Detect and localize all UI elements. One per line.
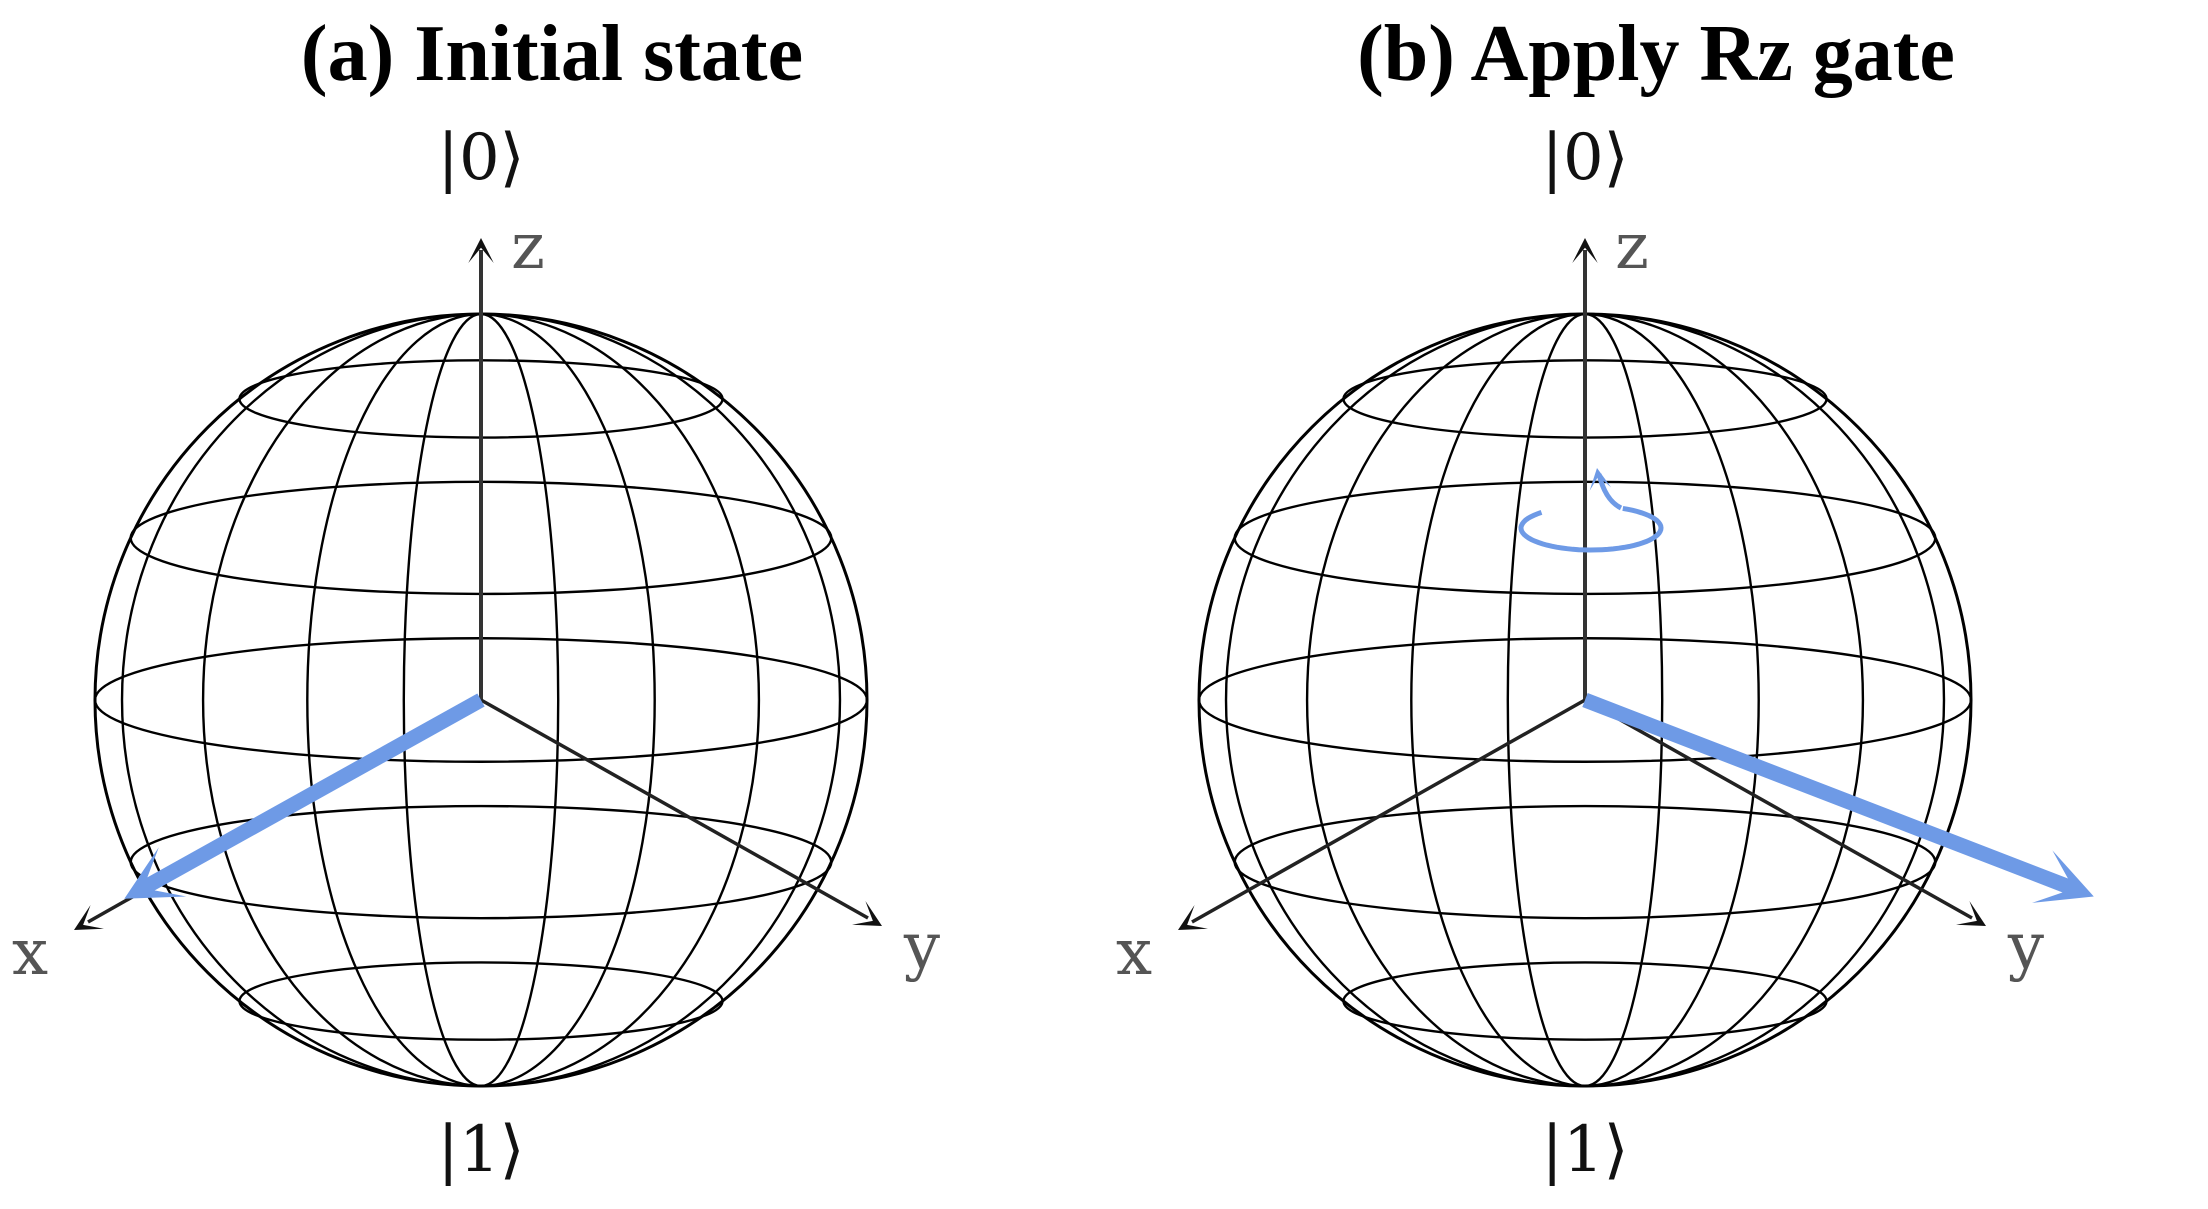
bloch-panel-initial-state: (a) Initial state |0⟩ |1⟩ z x y [11, 10, 941, 1187]
state-vector [124, 693, 485, 899]
latitude-circle [129, 804, 833, 920]
ket-zero-label: |0⟩ [437, 121, 525, 195]
axis-z-label: z [1615, 210, 1649, 284]
axis-z-arrow-icon [1572, 238, 1598, 263]
axis-y-line [1584, 698, 1973, 920]
rotation-arrowhead [1589, 468, 1612, 491]
state-vector [1582, 693, 2094, 903]
axis-x-label: x [1115, 916, 1153, 990]
state-vector-arrowhead [124, 847, 187, 899]
ket-one-label: |1⟩ [1541, 1113, 1629, 1187]
axis-x-line [1191, 698, 1586, 924]
state-vector-line [136, 693, 485, 897]
rotation-arc [1518, 505, 1664, 553]
axis-y-line [480, 698, 869, 920]
axis-x-arrow-icon [1178, 904, 1208, 930]
axes [1178, 238, 1986, 930]
bloch-sphere [74, 238, 882, 1088]
bloch-panel-apply-rz-gate: (b) Apply Rz gate |0⟩ |1⟩ z x y [1104, 0, 2208, 1209]
axis-y-label: y [903, 910, 941, 984]
axis-y-arrow-icon [1956, 901, 1986, 926]
axis-z-arrow-icon [468, 238, 494, 263]
bloch-sphere [1178, 238, 2094, 1088]
panel-title: (a) Initial state [300, 10, 804, 98]
axis-y-label: y [2007, 910, 2045, 984]
panel-title: (b) Apply Rz gate [1357, 10, 1955, 98]
ket-zero-label: |0⟩ [1541, 121, 1629, 195]
state-vector-arrowhead [2032, 850, 2094, 903]
axis-z-label: z [511, 210, 545, 284]
rotation-hook [1596, 473, 1623, 511]
axis-y-arrow-icon [852, 901, 882, 926]
latitude-circle [1233, 804, 1937, 920]
axis-x-label: x [11, 916, 49, 990]
state-vector-line [1582, 693, 2080, 897]
rotation-indicator-icon [1518, 468, 1664, 553]
latitude-circle [1342, 961, 1828, 1041]
latitude-circle [238, 961, 724, 1041]
axes [74, 238, 882, 930]
axis-x-arrow-icon [74, 904, 104, 930]
ket-one-label: |1⟩ [437, 1113, 525, 1187]
